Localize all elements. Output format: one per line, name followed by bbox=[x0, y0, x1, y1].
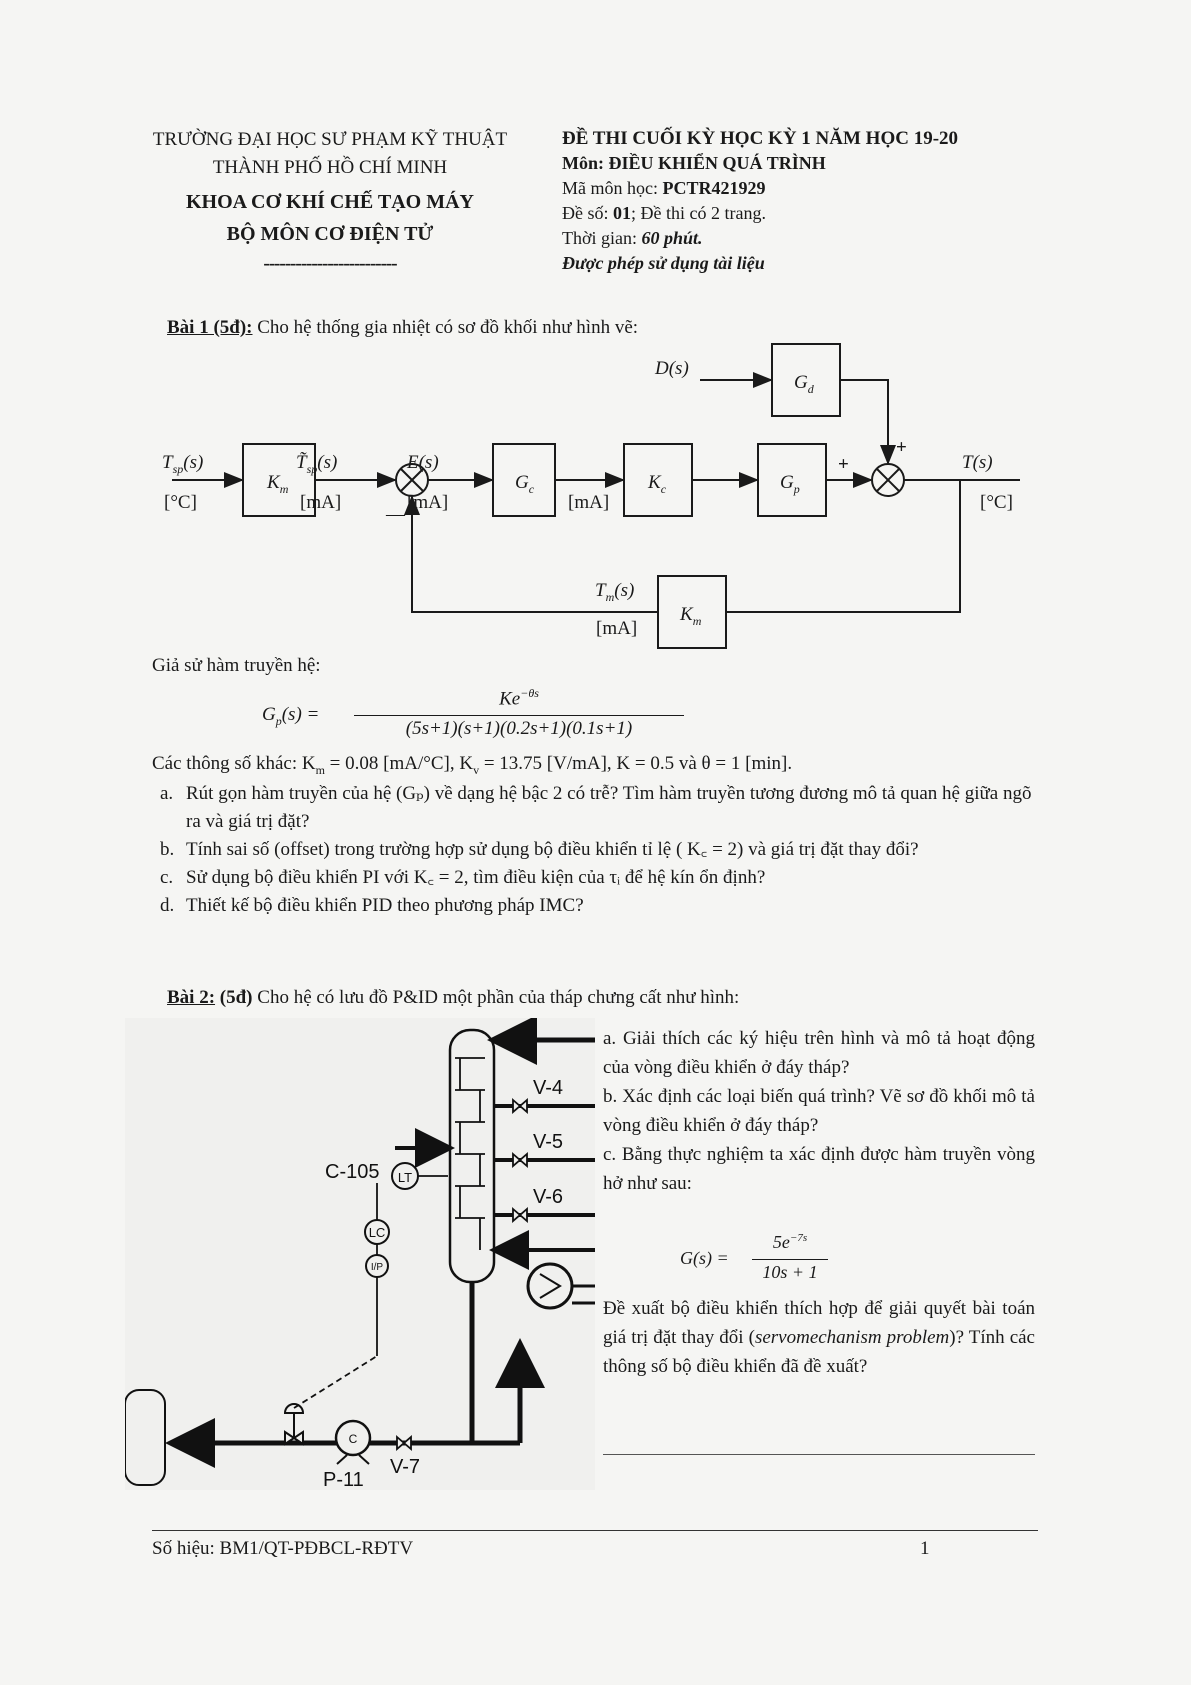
problem-2-title: Bài 2: bbox=[167, 987, 216, 1008]
storage-tank bbox=[125, 1389, 166, 1486]
block-diagram: D(s) Gd Tsp(s) [°C] Km T̃sp(s) [mA] E(s)… bbox=[162, 343, 1020, 649]
question-1c: c.Sử dụng bộ điều khiển PI với K꜀ = 2, t… bbox=[160, 867, 766, 888]
question-1b: b.Tính sai số (offset) trong trường hợp … bbox=[160, 839, 919, 860]
course-code: PCTR421929 bbox=[662, 178, 766, 198]
label-feedback-unit: [mA] bbox=[596, 618, 637, 639]
equation-g: G(s) = 5e−7s 10s + 1 bbox=[680, 1232, 880, 1292]
problem-2-questions: a. Giải thích các ký hiệu trên hình và m… bbox=[603, 1024, 1035, 1198]
valve-v6 bbox=[512, 1207, 528, 1223]
equation-gp: Gp(s) = Ke−θs (5s+1)(s+1)(0.2s+1)(0.1s+1… bbox=[262, 686, 742, 748]
label-ip: I/P bbox=[371, 1262, 384, 1273]
label-gc: Gc bbox=[515, 472, 535, 496]
question-2c: c. Bằng thực nghiệm ta xác định được hàm… bbox=[603, 1144, 1035, 1194]
time-value: 60 phút. bbox=[641, 228, 703, 248]
equation-gp-numerator: Ke−θs bbox=[499, 686, 539, 710]
label-v7: V-7 bbox=[390, 1456, 420, 1478]
instrument-ip bbox=[365, 1254, 389, 1278]
pump bbox=[334, 1419, 372, 1457]
label-output: T(s) bbox=[962, 452, 993, 473]
footer-rule bbox=[152, 1530, 1038, 1531]
exam-info: ĐỀ THI CUỐI KỲ HỌC KỲ 1 NĂM HỌC 19-20 Mô… bbox=[562, 126, 1082, 276]
sign-plus-left: + bbox=[838, 454, 849, 475]
school-header: TRƯỜNG ĐẠI HỌC SƯ PHẠM KỸ THUẬT THÀNH PH… bbox=[100, 126, 560, 278]
label-error: E(s) bbox=[406, 452, 439, 473]
label-output-unit: [°C] bbox=[980, 492, 1013, 513]
problem-1-title: Bài 1 (5đ): bbox=[167, 317, 253, 338]
exam-title: ĐỀ THI CUỐI KỲ HỌC KỲ 1 NĂM HỌC 19-20 bbox=[562, 128, 959, 149]
school-name-line2: THÀNH PHỐ HỒ CHÍ MINH bbox=[212, 157, 448, 178]
exam-number-line: Đề số: 01; Đề thi có 2 trang. bbox=[562, 201, 1082, 226]
problem-1-questions: a.Rút gọn hàm truyền của hệ (Gₚ) về dạng… bbox=[160, 780, 1040, 920]
problem-1-text: Cho hệ thống gia nhiệt có sơ đồ khối như… bbox=[252, 317, 639, 338]
label-v6: V-6 bbox=[533, 1186, 563, 1208]
time-label: Thời gian: bbox=[562, 228, 642, 248]
equation-gp-lhs: Gp(s) = bbox=[262, 704, 320, 728]
question-2b: b. Xác định các loại biến quá trình? Vẽ … bbox=[603, 1086, 1035, 1136]
sign-minus: — bbox=[385, 504, 406, 525]
label-input-unit: [°C] bbox=[164, 492, 197, 513]
label-tsp-tilde: T̃sp(s) bbox=[296, 452, 337, 476]
faculty-name: KHOA CƠ KHÍ CHẾ TẠO MÁY bbox=[186, 191, 474, 213]
assume-text: Giả sử hàm truyền hệ: bbox=[152, 655, 321, 676]
problem-end-rule bbox=[603, 1454, 1035, 1455]
problem-2-text: Cho hệ có lưu đồ P&ID một phần của tháp … bbox=[252, 987, 740, 1008]
question-2-final: Đề xuất bộ điều khiển thích hợp để giải … bbox=[603, 1298, 1035, 1377]
valve-v4 bbox=[512, 1098, 528, 1114]
problem-1-intro: Bài 1 (5đ): Cho hệ thống gia nhiệt có sơ… bbox=[167, 314, 638, 342]
label-kc: Kc bbox=[647, 472, 667, 496]
equation-gp-denominator: (5s+1)(s+1)(0.2s+1)(0.1s+1) bbox=[405, 718, 633, 739]
problem-2-intro: Bài 2: (5đ) Cho hệ có lưu đồ P&ID một ph… bbox=[167, 984, 739, 1012]
question-2a: a. Giải thích các ký hiệu trên hình và m… bbox=[603, 1028, 1035, 1078]
label-p11: P-11 bbox=[323, 1469, 364, 1490]
label-feedback-signal: Tm(s) bbox=[595, 580, 634, 604]
label-lt: LT bbox=[398, 1170, 412, 1185]
school-name-line1: TRƯỜNG ĐẠI HỌC SƯ PHẠM KỸ THUẬT bbox=[152, 129, 508, 150]
label-gd: Gd bbox=[794, 372, 815, 396]
exam-number: 01 bbox=[613, 203, 631, 223]
equation-g-lhs: G(s) = bbox=[680, 1248, 729, 1268]
page-number: 1 bbox=[920, 1538, 930, 1559]
pid-diagram: LT LC I/P C C-105 V-4 V-5 V-6 V-7 P-11 bbox=[125, 1018, 595, 1490]
sign-plus-top: + bbox=[896, 437, 907, 458]
subject-name: ĐIỀU KHIỂN QUÁ TRÌNH bbox=[608, 153, 826, 173]
equation-g-fraction-bar bbox=[752, 1259, 828, 1260]
subject-label: Môn: bbox=[562, 153, 609, 173]
exam-number-label: Đề số: bbox=[562, 203, 613, 223]
question-1a: a.Rút gọn hàm truyền của hệ (Gₚ) về dạng… bbox=[160, 783, 1032, 832]
materials-note: Được phép sử dụng tài liệu bbox=[562, 253, 765, 273]
footer-code: Số hiệu: BM1/QT-PĐBCL-RĐTV bbox=[152, 1538, 414, 1559]
label-pump-c: C bbox=[349, 1432, 358, 1446]
distillation-column bbox=[448, 1028, 496, 1284]
header-divider: ------------------------- bbox=[263, 253, 397, 274]
label-v5: V-5 bbox=[533, 1131, 563, 1153]
time-line: Thời gian: 60 phút. bbox=[562, 226, 1082, 251]
problem-2-score: (5đ) bbox=[215, 987, 253, 1008]
label-c105: C-105 bbox=[325, 1161, 379, 1183]
course-code-line: Mã môn học: PCTR421929 bbox=[562, 176, 1082, 201]
label-tsp-unit: [mA] bbox=[300, 492, 341, 513]
label-error-unit: [mA] bbox=[407, 492, 448, 513]
label-input: Tsp(s) bbox=[162, 452, 203, 476]
label-km-feedback: Km bbox=[679, 604, 702, 628]
question-1d: d.Thiết kế bộ điều khiển PID theo phương… bbox=[160, 895, 584, 916]
parameters-text: Các thông số khác: Km = 0.08 [mA/°C], Kv… bbox=[152, 753, 793, 777]
label-gp: Gp bbox=[780, 472, 800, 496]
label-v4: V-4 bbox=[533, 1077, 563, 1099]
instrument-lt bbox=[391, 1162, 419, 1190]
label-km: Km bbox=[266, 472, 289, 496]
equation-g-numerator: 5e−7s bbox=[772, 1232, 808, 1252]
label-disturbance: D(s) bbox=[654, 358, 689, 379]
course-code-label: Mã môn học: bbox=[562, 178, 663, 198]
valve-v5 bbox=[512, 1152, 528, 1168]
subject-line: Môn: ĐIỀU KHIỂN QUÁ TRÌNH bbox=[562, 151, 1082, 176]
valve-v7 bbox=[396, 1435, 412, 1451]
equation-g-denominator: 10s + 1 bbox=[762, 1262, 818, 1282]
label-lc: LC bbox=[369, 1225, 386, 1240]
exam-pages: ; Đề thi có 2 trang. bbox=[631, 203, 766, 223]
equation-gp-fraction-bar bbox=[354, 715, 684, 716]
instrument-lc bbox=[364, 1219, 390, 1245]
department-name: BỘ MÔN CƠ ĐIỆN TỬ bbox=[226, 223, 434, 245]
label-gc-unit: [mA] bbox=[568, 492, 609, 513]
